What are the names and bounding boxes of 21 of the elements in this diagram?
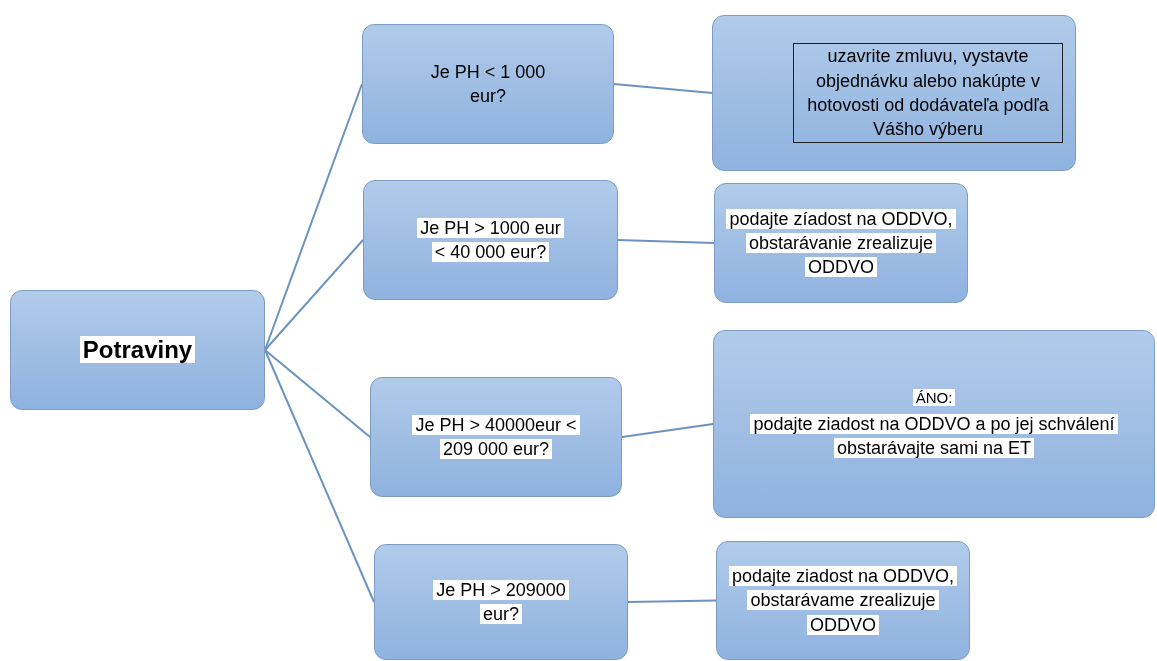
- answer-box: [713, 330, 1155, 518]
- question-box: [362, 24, 614, 144]
- question-box: [363, 180, 618, 300]
- connector-line: [621, 423, 714, 438]
- box-text: Je PH > 40000eur < 209 000 eur?: [411, 412, 581, 462]
- box-text: Je PH > 1000 eur < 40 000 eur?: [415, 215, 566, 265]
- connector-line: [264, 349, 371, 438]
- box-text: uzavrite zmluvu, vystavte objednávku alebo nakúpte v hotovosti od dodávateľa podľa Vášho výberu: [806, 45, 1050, 142]
- connector-line: [613, 83, 713, 94]
- connector-line: [264, 239, 364, 351]
- answer-box: [716, 541, 970, 660]
- question-box: [370, 377, 622, 497]
- question-box: [374, 544, 628, 660]
- answer-box: [712, 15, 1076, 171]
- connector-line: [627, 599, 717, 603]
- box-text: Je PH < 1 000 eur?: [429, 60, 547, 108]
- answer-heading: ÁNO:: [912, 387, 956, 408]
- topic-box: [10, 290, 265, 410]
- connector-line: [264, 349, 375, 603]
- answer-box: [714, 183, 968, 303]
- connector-line: [617, 239, 715, 244]
